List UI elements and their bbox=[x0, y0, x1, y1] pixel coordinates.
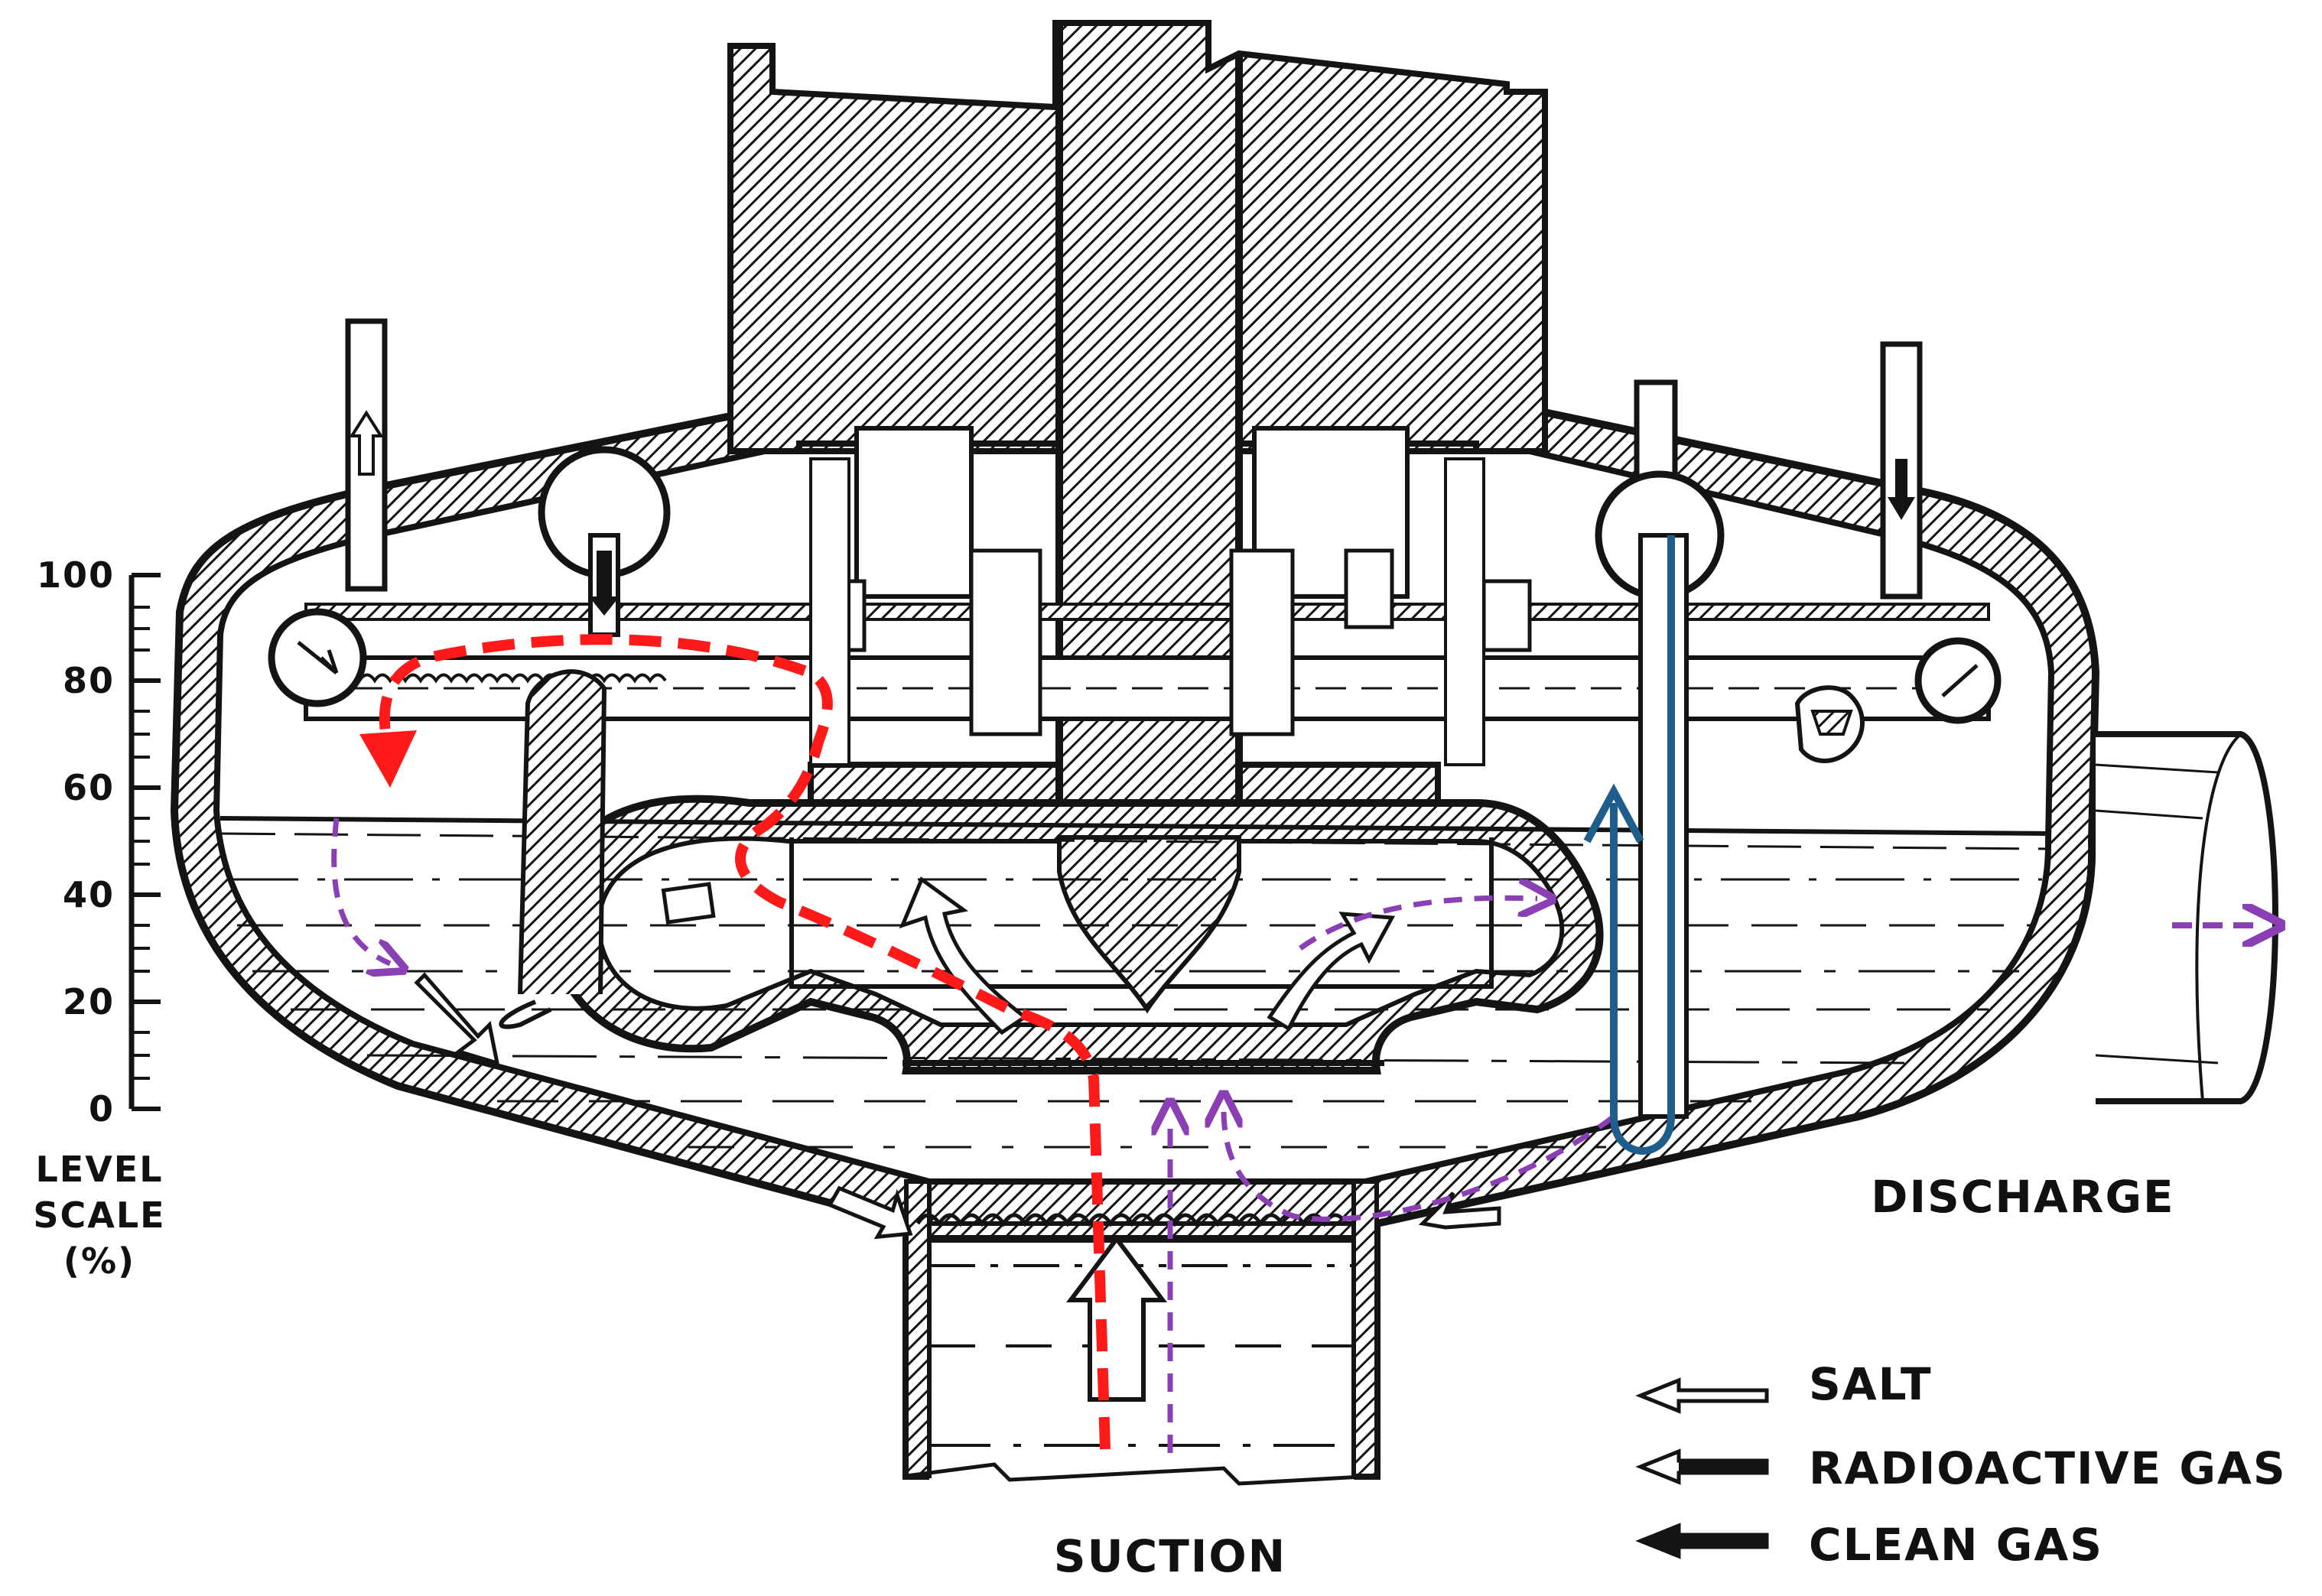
suction-nozzle bbox=[904, 1179, 1379, 1486]
discharge-label: DISCHARGE bbox=[1871, 1171, 2174, 1223]
legend-label-radioactive-gas: RADIOACTIVE GAS bbox=[1809, 1442, 2287, 1494]
level-scale-ticks bbox=[132, 573, 161, 1111]
level-tick-0: 0 bbox=[89, 1088, 115, 1130]
impeller-flow-arrows bbox=[827, 876, 1501, 1240]
red-dashed-flow-path bbox=[359, 634, 1111, 1450]
salt-flow-arrow-icon bbox=[414, 972, 500, 1066]
level-scale-title-line-1: LEVEL bbox=[35, 1149, 163, 1190]
suction-label: SUCTION bbox=[1054, 1530, 1286, 1582]
level-scale-title-line-2: SCALE bbox=[33, 1195, 165, 1236]
blue-flow-loop bbox=[1583, 535, 1675, 1155]
hollow-arrow-icon bbox=[1635, 1377, 1769, 1414]
discharge-nozzle bbox=[2095, 731, 2278, 1104]
level-scale-title-line-3: (%) bbox=[63, 1240, 135, 1282]
solid-arrow-icon bbox=[1635, 1523, 1769, 1559]
level-scale: 100 80 60 40 20 0 LEVEL SCALE (%) bbox=[33, 554, 165, 1282]
impeller-volute bbox=[547, 795, 1604, 1074]
legend-item-clean-gas: CLEAN GAS bbox=[1635, 1519, 2103, 1571]
level-tick-60: 60 bbox=[63, 767, 115, 808]
spray-ring bbox=[304, 426, 1991, 766]
level-tick-100: 100 bbox=[37, 554, 115, 596]
legend-item-salt: SALT bbox=[1635, 1358, 1933, 1414]
legend-item-radioactive-gas: RADIOACTIVE GAS bbox=[1635, 1442, 2287, 1494]
level-tick-20: 20 bbox=[63, 981, 115, 1022]
legend: SALT RADIOACTIVE GAS CLEAN GAS bbox=[1635, 1358, 2287, 1571]
legend-label-salt: SALT bbox=[1809, 1358, 1933, 1410]
purple-dashed-flow-paths bbox=[331, 818, 2264, 1453]
right-purge-assembly bbox=[1595, 341, 2002, 1119]
legend-label-clean-gas: CLEAN GAS bbox=[1809, 1519, 2103, 1571]
level-tick-40: 40 bbox=[63, 874, 115, 915]
half-filled-arrow-icon bbox=[1635, 1448, 1769, 1485]
level-tick-80: 80 bbox=[63, 660, 115, 701]
left-purge-assembly bbox=[268, 318, 671, 1066]
